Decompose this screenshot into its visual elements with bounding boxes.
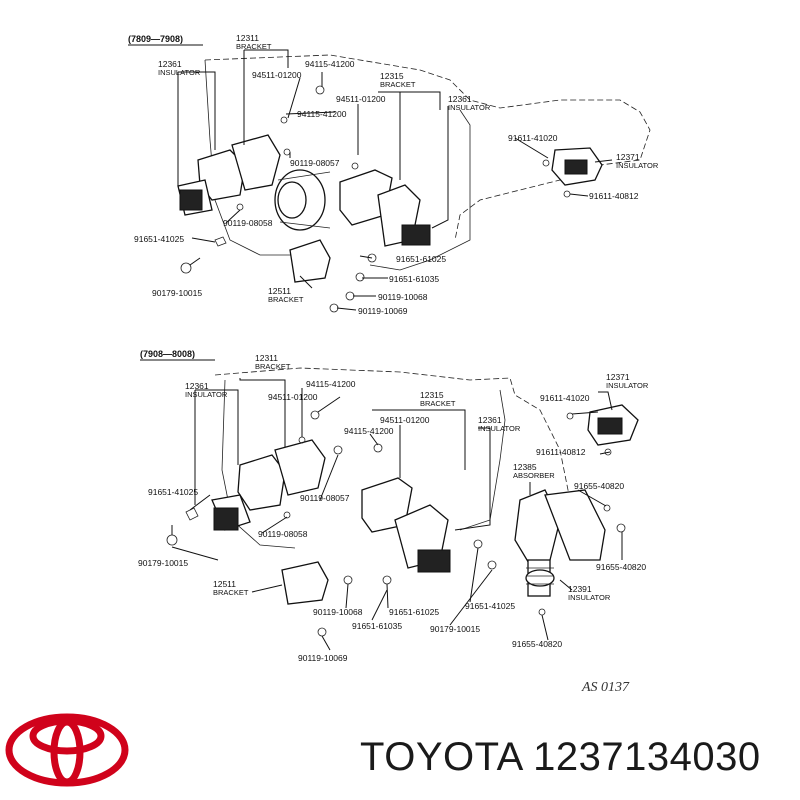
toyota-logo (5, 713, 129, 787)
bottom-label-12361-b-name: INSULATOR (478, 424, 521, 433)
bottom-label-91651-61025: 91651-61025 (389, 607, 439, 617)
top-label-90119-08058: 90119-08058 (223, 218, 273, 228)
brand-part-number: TOYOTA 1237134030 (360, 735, 761, 779)
top-label-12311-name: BRACKET (236, 42, 272, 51)
bottom-label-91611-41020: 91611-41020 (540, 393, 590, 403)
bottom-label-12361-b: 12361 (478, 415, 502, 425)
top-label-94115-b: 94115-41200 (297, 109, 347, 119)
bottom-label-91655-40820-c: 91655-40820 (512, 639, 562, 649)
top-label-12361-name: INSULATOR (158, 68, 201, 77)
toyota-logo-emblem (5, 713, 129, 787)
top-label-12511-name: BRACKET (268, 295, 304, 304)
bottom-label-94115-a: 94115-41200 (306, 379, 356, 389)
top-label-12371-name: INSULATOR (616, 161, 659, 170)
top-label-12361-b-name: INSULATOR (448, 103, 491, 112)
bottom-label-91651-61035: 91651-61035 (352, 621, 402, 631)
top-label-90119-10069: 90119-10069 (358, 306, 408, 316)
bottom-label-12311: 12311 (255, 353, 278, 363)
bottom-label-12511-name: BRACKET (213, 588, 249, 597)
bottom-label-90119-08057: 90119-08057 (300, 493, 350, 503)
bottom-label-94511-b: 94511-01200 (380, 415, 430, 425)
top-label-12311: 12311 (236, 33, 259, 43)
top-label-94511-a: 94511-01200 (252, 70, 302, 80)
doc-reference: AS 0137 (582, 680, 630, 695)
top-label-91651-61025: 91651-61025 (396, 254, 446, 264)
top-label-94511-b: 94511-01200 (336, 94, 386, 104)
top-label-94115-a: 94115-41200 (305, 59, 355, 69)
bottom-label-12315-name: BRACKET (420, 399, 456, 408)
bottom-label-91651-41025-a: 91651-41025 (148, 487, 198, 497)
bottom-label-90179-10015-b: 90179-10015 (430, 624, 480, 634)
bottom-period-label: (7908—8008) (140, 349, 195, 359)
bottom-label-12315: 12315 (420, 390, 444, 400)
top-label-12315-name: BRACKET (380, 80, 416, 89)
bottom-label-94511-a: 94511-01200 (268, 392, 318, 402)
top-label-12315: 12315 (380, 71, 404, 81)
top-label-91651-61035: 91651-61035 (389, 274, 439, 284)
top-label-91651-41025: 91651-41025 (134, 234, 184, 244)
bottom-label-90119-10068: 90119-10068 (313, 607, 363, 617)
top-label-91611-41020: 91611-41020 (508, 133, 558, 143)
bottom-label-12361: 12361 (185, 381, 209, 391)
top-label-90179-10015: 90179-10015 (152, 288, 202, 298)
top-label-91611-40812: 91611-40812 (589, 191, 639, 201)
top-label-12361-b: 12361 (448, 94, 472, 104)
bottom-label-94115-b: 94115-41200 (344, 426, 394, 436)
bottom-label-12391-name: INSULATOR (568, 593, 611, 602)
top-label-90119-08057: 90119-08057 (290, 158, 340, 168)
bottom-diagram: (7908—8008) (138, 349, 649, 663)
bottom-label-91651-41025-b: 91651-41025 (465, 601, 515, 611)
bottom-label-12371: 12371 (606, 372, 630, 382)
top-label-90119-10068: 90119-10068 (378, 292, 428, 302)
bottom-label-90119-10069: 90119-10069 (298, 653, 348, 663)
bottom-label-12311-name: BRACKET (255, 362, 291, 371)
bottom-label-12385-name: ABSORBER (513, 471, 555, 480)
top-label-12361: 12361 (158, 59, 182, 69)
bottom-label-90179-10015-a: 90179-10015 (138, 558, 188, 568)
top-diagram: (7809—7908) (128, 33, 659, 316)
bottom-label-91655-40820-b: 91655-40820 (596, 562, 646, 572)
bottom-label-12391: 12391 (568, 584, 592, 594)
bottom-label-12385: 12385 (513, 462, 537, 472)
top-period-label: (7809—7908) (128, 34, 183, 44)
bottom-label-12511: 12511 (213, 579, 236, 589)
bottom-label-91611-40812: 91611-40812 (536, 447, 586, 457)
top-label-12371: 12371 (616, 152, 640, 162)
bottom-label-12371-name: INSULATOR (606, 381, 649, 390)
top-label-12511: 12511 (268, 286, 291, 296)
bottom-label-12361-name: INSULATOR (185, 390, 228, 399)
bottom-label-90119-08058: 90119-08058 (258, 529, 308, 539)
bottom-label-91655-40820-a: 91655-40820 (574, 481, 624, 491)
